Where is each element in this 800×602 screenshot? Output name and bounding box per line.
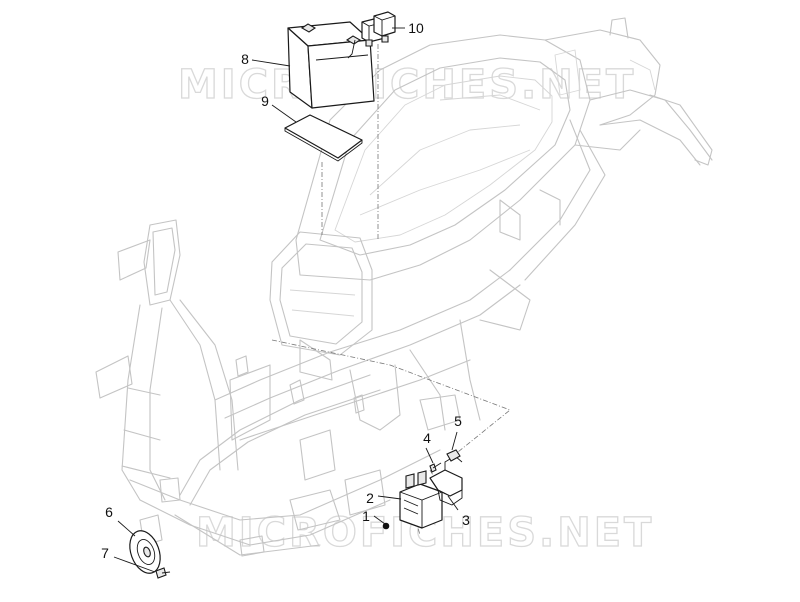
callout-6: 6 — [105, 504, 113, 520]
screw — [429, 462, 442, 473]
scooter-frame — [95, 17, 713, 557]
callout-9: 9 — [261, 93, 269, 109]
callout-5: 5 — [454, 413, 462, 429]
mounting-point-dot — [382, 522, 390, 530]
horn-bolt — [155, 567, 171, 579]
battery — [287, 21, 375, 109]
callout-3: 3 — [462, 512, 470, 528]
leader-lines — [113, 27, 459, 573]
callout-8: 8 — [241, 51, 249, 67]
callout-7: 7 — [101, 545, 109, 561]
starter-relay — [399, 470, 443, 529]
callout-labels: 1 2 3 4 5 6 7 8 9 10 — [101, 20, 470, 561]
watermark-top: MICROFICHES.NET — [178, 62, 636, 108]
callout-2: 2 — [366, 490, 374, 506]
callout-1: 1 — [362, 508, 370, 524]
callout-10: 10 — [408, 20, 424, 36]
battery-pad — [284, 114, 363, 162]
horn — [129, 530, 161, 574]
nut-clip — [446, 449, 461, 462]
relay-bracket — [429, 455, 463, 506]
relay-pair — [361, 11, 396, 47]
callout-4: 4 — [423, 430, 431, 446]
